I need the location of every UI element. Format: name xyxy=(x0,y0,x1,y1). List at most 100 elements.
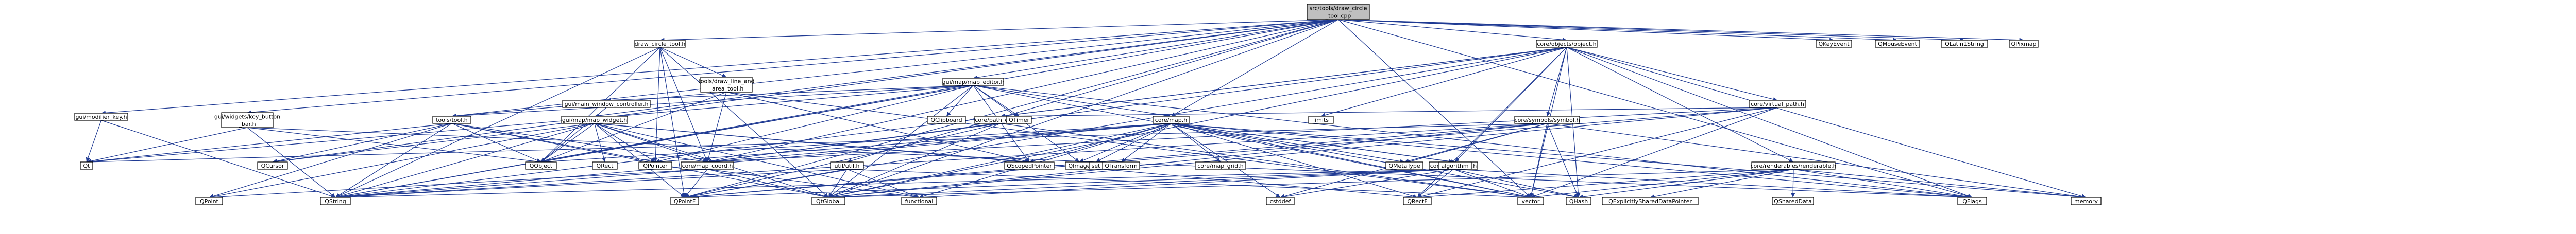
edge xyxy=(828,169,848,198)
node-QFlags[interactable]: QFlags xyxy=(1957,197,1987,205)
node-box xyxy=(638,161,672,170)
node-core_obj[interactable]: core/objects/object.h xyxy=(1536,40,1598,48)
edge xyxy=(451,85,974,118)
node-root[interactable]: src/tools/draw_circle_tool.cpp xyxy=(1307,4,1370,20)
edge xyxy=(684,123,1001,199)
node-box xyxy=(2009,40,2039,48)
edge-draw_line_area-to-vector xyxy=(726,92,1531,200)
node-QLatin1String[interactable]: QLatin1String xyxy=(1941,40,1988,48)
node-label: Qt xyxy=(83,163,91,169)
node-modifier_key[interactable]: gui/modifier_key.h xyxy=(74,113,128,121)
node-QMetaType[interactable]: QMetaType xyxy=(1385,161,1423,170)
edge xyxy=(828,19,1338,199)
node-renderable_h[interactable]: core/renderables/renderable.h xyxy=(1750,161,1837,170)
edge-core_obj-to-algorithm xyxy=(1454,47,1567,163)
edge xyxy=(1338,19,1531,198)
node-vector[interactable]: vector xyxy=(1517,197,1544,205)
node-main_window_ctrl[interactable]: gui/main_window_controller.h xyxy=(562,100,651,108)
node-box xyxy=(700,77,753,93)
node-QPointer[interactable]: QPointer xyxy=(638,161,672,170)
edge xyxy=(919,123,1172,199)
node-map_h[interactable]: core/map.h xyxy=(1153,116,1190,124)
node-QObject[interactable]: QObject xyxy=(525,161,557,170)
node-label: tools/draw_line_and xyxy=(698,78,754,84)
edge-renderable_h-to-vector xyxy=(1530,169,1794,200)
node-map_coord[interactable]: core/map_coord.h xyxy=(681,161,734,170)
edge xyxy=(828,107,1778,200)
node-draw_line_area[interactable]: tools/draw_line_and_area_tool.h xyxy=(698,77,755,93)
node-QPixmap[interactable]: QPixmap xyxy=(2009,40,2039,48)
node-map_editor[interactable]: gui/map/map_editor.h xyxy=(942,78,1005,86)
edge xyxy=(540,107,607,163)
edge xyxy=(973,85,1973,200)
node-label: algorithm xyxy=(1441,163,1468,169)
edge xyxy=(1566,47,1794,163)
node-QExplicitly[interactable]: QExplicitlySharedDataPointer xyxy=(1602,197,1699,205)
node-tool_h[interactable]: tools/tool.h xyxy=(432,116,471,124)
node-cstddef[interactable]: cstddef xyxy=(1266,197,1295,205)
node-QRectF[interactable]: QRectF xyxy=(1403,197,1432,205)
node-QPoint[interactable]: QPoint xyxy=(195,197,223,205)
edge xyxy=(335,47,660,198)
node-set[interactable]: set xyxy=(1089,161,1103,170)
node-box xyxy=(432,116,471,124)
edge-map_widget-to-QPoint xyxy=(209,123,595,199)
edge-map_widget-to-QRectF xyxy=(594,123,1418,200)
node-QRect[interactable]: QRect xyxy=(592,161,618,170)
edge-map_part-to-cstddef xyxy=(1280,169,1454,199)
node-QPointF[interactable]: QPointF xyxy=(670,197,699,205)
node-box xyxy=(195,197,223,205)
node-QMouseEvent[interactable]: QMouseEvent xyxy=(1875,40,1920,48)
edge xyxy=(1338,19,2024,42)
node-box xyxy=(1403,197,1432,205)
edge xyxy=(659,47,727,78)
edge xyxy=(86,127,248,164)
node-Qt[interactable]: Qt xyxy=(80,161,93,170)
node-box xyxy=(1566,197,1591,205)
edge xyxy=(1793,169,2087,200)
node-map_grid[interactable]: core/map_grid.h xyxy=(1195,161,1246,170)
edge xyxy=(1338,19,1898,42)
node-QClipboard[interactable]: QClipboard xyxy=(927,116,966,124)
node-QGlobal[interactable]: QtGlobal xyxy=(811,197,845,205)
node-limits[interactable]: limits xyxy=(1308,116,1334,124)
node-box xyxy=(561,116,628,124)
node-algorithm[interactable]: algorithm xyxy=(1438,161,1472,170)
node-label: functional xyxy=(905,198,934,205)
edge xyxy=(946,85,974,117)
node-virtual_path[interactable]: core/virtual_path.h xyxy=(1749,100,1806,108)
node-QScopedPointer[interactable]: QScopedPointer xyxy=(1004,161,1055,170)
node-QTimer[interactable]: QTimer xyxy=(1006,116,1032,124)
node-functional[interactable]: functional xyxy=(901,197,937,205)
node-QHash[interactable]: QHash xyxy=(1566,197,1591,205)
edge xyxy=(1338,19,1973,199)
edge-virtual_path-to-path_coord xyxy=(1000,107,1778,119)
edge xyxy=(86,123,452,164)
node-box xyxy=(1266,197,1295,205)
edge-map_h-to-vector xyxy=(1171,123,1531,199)
edge-map_h-to-QScopedPointer xyxy=(1029,123,1172,163)
node-QCursor[interactable]: QCursor xyxy=(257,161,288,170)
edge-dct_h-to-QGlobal xyxy=(659,47,829,198)
node-box xyxy=(2071,197,2102,205)
edge xyxy=(707,107,1778,164)
edge xyxy=(1338,19,1567,42)
node-QSharedData[interactable]: QSharedData xyxy=(1772,197,1814,205)
edge-root-to-QMouseEvent xyxy=(1338,19,1898,42)
edge xyxy=(86,85,974,164)
edge-map_editor-to-QGlobal xyxy=(828,85,974,198)
edge-renderable_h-to-QRectF xyxy=(1417,169,1794,200)
edge-path_coord-to-vector xyxy=(1000,123,1531,199)
node-symbol_h[interactable]: core/symbols/symbol.h xyxy=(1514,116,1580,124)
node-QKeyEvent[interactable]: QKeyEvent xyxy=(1816,40,1852,48)
node-dct_h[interactable]: draw_circle_tool.h xyxy=(634,40,686,48)
node-label: src/tools/draw_circle xyxy=(1309,5,1367,12)
node-QImage[interactable]: QImage xyxy=(1065,161,1094,170)
edge-map_widget-to-QString xyxy=(335,123,595,199)
node-key_button_bar[interactable]: gui/widgets/key_button_bar.h xyxy=(214,112,280,128)
node-QString[interactable]: QString xyxy=(320,197,351,205)
node-util_h[interactable]: util/util.h xyxy=(830,161,864,170)
node-QTransform[interactable]: QTransform xyxy=(1102,161,1140,170)
node-map_widget[interactable]: gui/map/map_widget.h xyxy=(561,116,628,124)
node-memory[interactable]: memory xyxy=(2071,197,2102,205)
